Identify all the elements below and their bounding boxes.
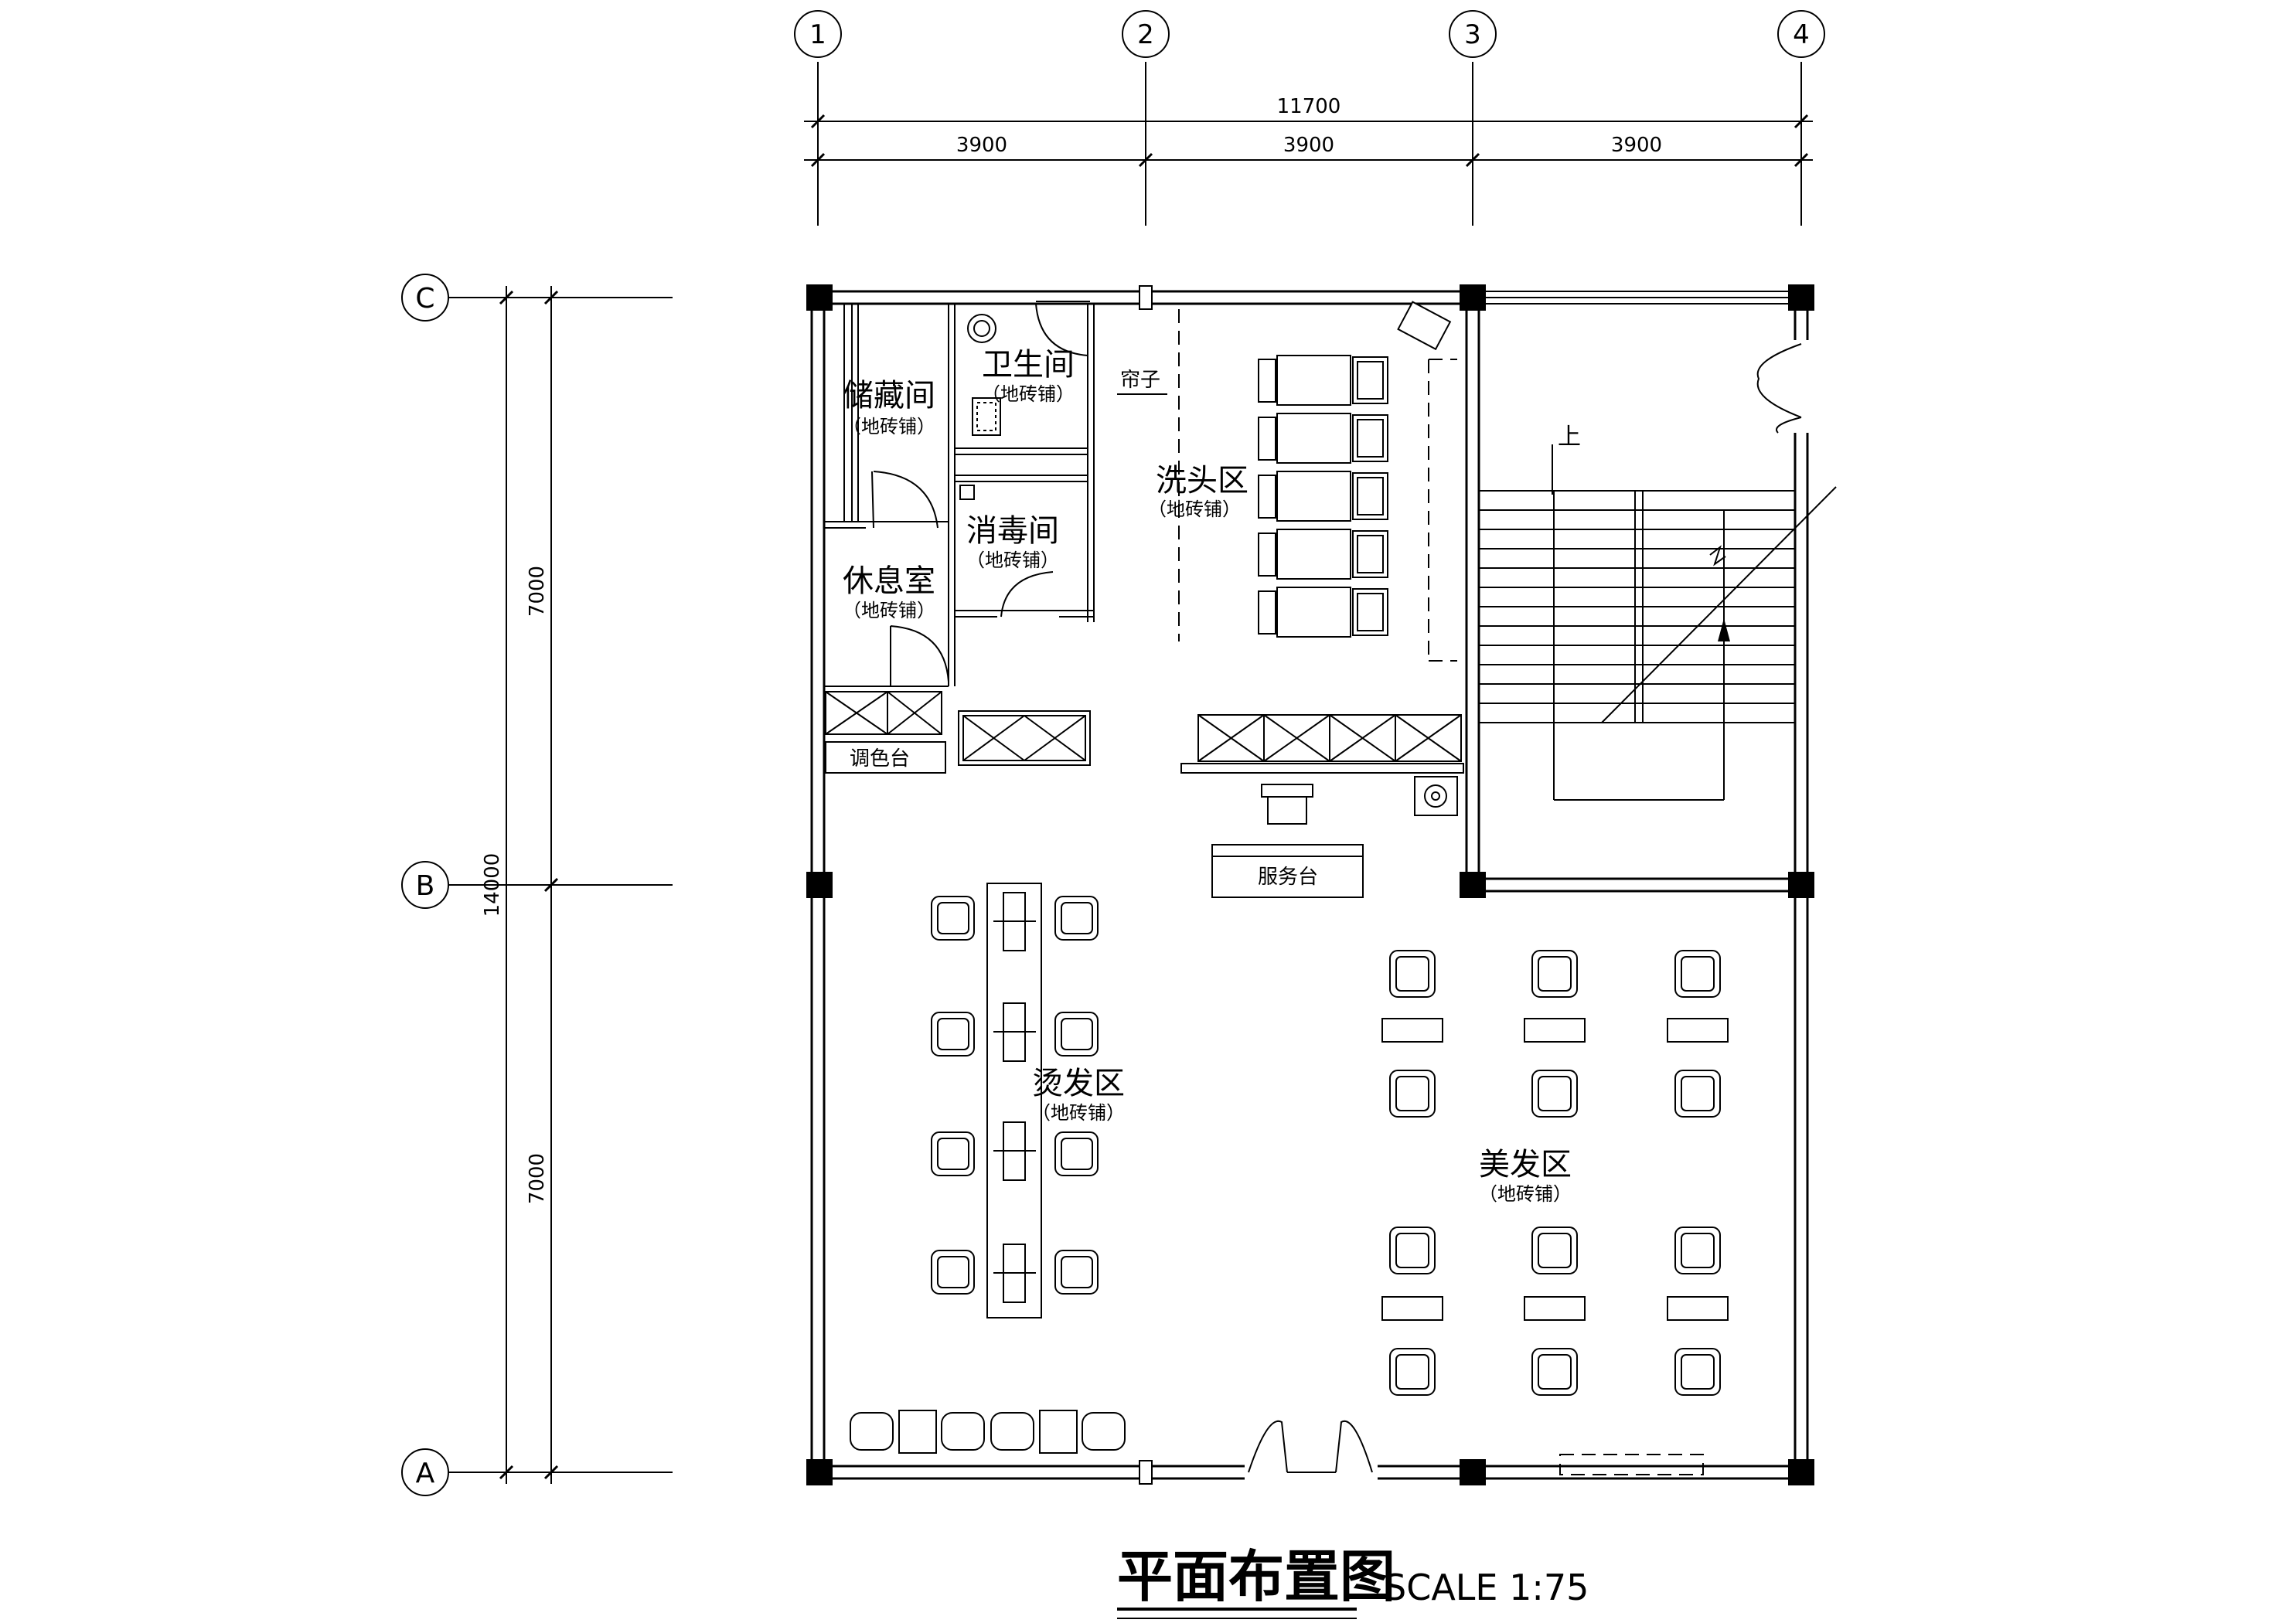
service-desk-label: 服务台	[1258, 866, 1318, 889]
room-floor-toilet: （地砖铺）	[982, 383, 1075, 405]
waiting-seats	[850, 1410, 1126, 1454]
styling-stations-row-1	[1381, 950, 1729, 1118]
grid-label-b: B	[416, 870, 435, 902]
styling-stations-row-2	[1381, 1227, 1729, 1396]
entrance-door	[1248, 1420, 1373, 1473]
dim-bay-2: 3900	[1283, 134, 1334, 157]
room-name-disinfection: 消毒间	[966, 513, 1059, 549]
room-floor-storage: （地砖铺）	[843, 416, 935, 437]
dim-row-span-2: 7000	[526, 1153, 549, 1204]
grid-bubble-4	[1777, 10, 1825, 58]
room-name-storage: 储藏间	[843, 378, 935, 413]
stair-up-label: 上	[1558, 424, 1581, 451]
grid-bubble-3	[1449, 10, 1497, 58]
grid-label-4: 4	[1793, 19, 1810, 50]
room-name-perm: 烫发区	[1032, 1066, 1125, 1101]
perm-table	[986, 883, 1042, 1318]
grid-label-3: 3	[1464, 19, 1481, 50]
wash-stations	[1258, 355, 1388, 638]
cabinets-left	[825, 691, 1091, 774]
room-name-lounge: 休息室	[843, 563, 935, 599]
grid-label-1: 1	[809, 19, 826, 50]
grid-bubble-c	[401, 274, 449, 322]
room-floor-disinfection: （地砖铺）	[966, 550, 1059, 571]
room-name-toilet: 卫生间	[982, 347, 1075, 383]
structural-columns	[806, 284, 1814, 1485]
grid-bubble-2	[1122, 10, 1170, 58]
curtain-label: 帘子	[1120, 369, 1160, 392]
service-desk	[1211, 784, 1364, 898]
left-grid-axes	[448, 286, 673, 1484]
wash-partition-dashed	[1428, 359, 1457, 662]
cabinets-wash	[1180, 301, 1464, 816]
drawing-title: 平面布置图	[1117, 1544, 1395, 1609]
room-name-wash: 洗头区	[1156, 463, 1248, 498]
drawing-scale: SCALE 1:75	[1384, 1567, 1589, 1608]
color-table-label: 调色台	[850, 747, 910, 771]
room-floor-perm: （地砖铺）	[1032, 1102, 1125, 1124]
interior-doors	[871, 301, 1090, 686]
room-name-styling: 美发区	[1479, 1147, 1572, 1182]
perm-chairs	[931, 896, 1099, 1295]
dim-row-span-1: 7000	[526, 566, 549, 617]
grid-label-c: C	[415, 283, 434, 315]
dim-bay-3: 3900	[1611, 134, 1662, 157]
bottom-right-counter	[1559, 1454, 1704, 1475]
stair-exterior-door	[1756, 343, 1802, 434]
grid-bubble-1	[794, 10, 842, 58]
toilet-fixtures	[959, 314, 1001, 500]
grid-bubble-b	[401, 861, 449, 909]
dim-overall-width: 11700	[1277, 95, 1341, 118]
grid-bubble-a	[401, 1448, 449, 1496]
room-floor-wash: （地砖铺）	[1148, 498, 1241, 520]
staircase	[1479, 444, 1837, 801]
dim-bay-1: 3900	[956, 134, 1007, 157]
top-grid-axes	[804, 62, 1813, 226]
dim-overall-height: 14000	[481, 853, 504, 917]
grid-label-2: 2	[1137, 19, 1154, 50]
room-floor-styling: （地砖铺）	[1479, 1183, 1572, 1205]
room-floor-lounge: （地砖铺）	[843, 600, 935, 621]
grid-label-a: A	[416, 1458, 435, 1489]
